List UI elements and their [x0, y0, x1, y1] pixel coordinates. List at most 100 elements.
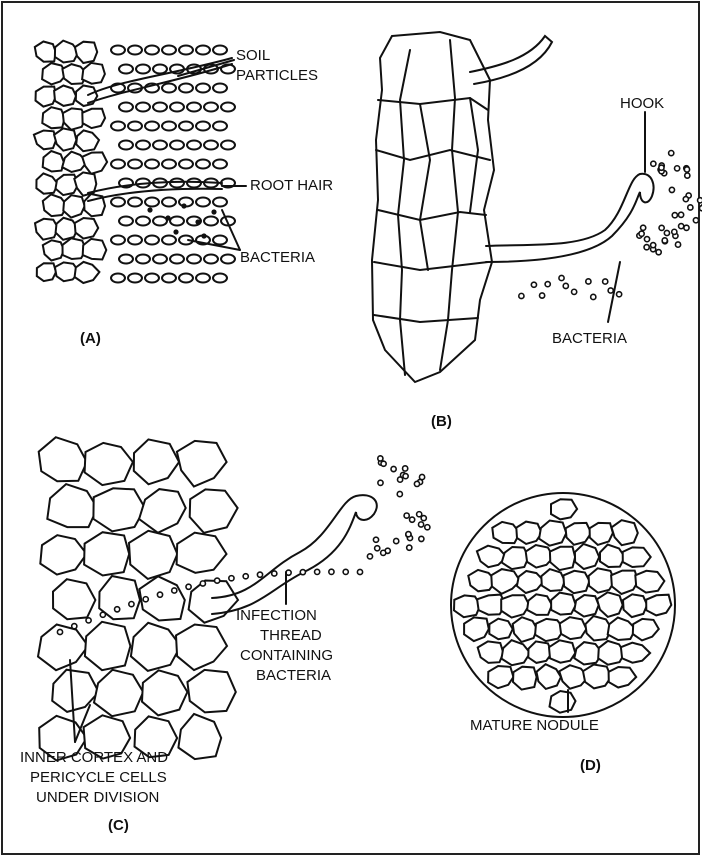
soil-particle — [128, 198, 142, 207]
soil-particle — [136, 141, 150, 150]
bacterium — [698, 198, 702, 203]
bacterium — [403, 474, 408, 479]
bacterium — [418, 522, 423, 527]
bacterium — [381, 550, 386, 555]
nodule-cell — [635, 571, 664, 593]
soil-particle — [153, 255, 167, 264]
label-mature-nodule: MATURE NODULE — [470, 717, 599, 734]
soil-particle — [162, 84, 176, 93]
bacterium — [115, 607, 120, 612]
soil-particle — [170, 217, 184, 226]
soil-particle — [153, 65, 167, 74]
panel-b-tag: (B) — [431, 413, 452, 430]
soil-particle — [162, 236, 176, 245]
bacterium — [586, 279, 591, 284]
root-cell — [76, 130, 99, 151]
bacterium — [679, 224, 684, 229]
bacterium — [300, 570, 305, 575]
bacterium — [417, 512, 422, 517]
soil-particle — [119, 65, 133, 74]
soil-particle — [162, 122, 176, 131]
bacterium — [229, 576, 234, 581]
nodule-cell — [560, 617, 587, 639]
bacterium — [563, 283, 568, 288]
cortex-cell — [52, 670, 98, 712]
soil-particle — [196, 122, 210, 131]
soil-particle — [221, 255, 235, 264]
soil-particle — [213, 84, 227, 93]
bacterium — [181, 203, 186, 208]
soil-particle — [136, 103, 150, 112]
bacterium — [608, 288, 613, 293]
bacterium — [639, 231, 644, 236]
root-cell — [34, 131, 56, 150]
cortex-cell — [129, 531, 177, 579]
label-particles: PARTICLES — [236, 67, 318, 84]
root-cell — [63, 195, 84, 217]
soil-particle — [119, 103, 133, 112]
soil-particle — [213, 122, 227, 131]
soil-particle — [153, 141, 167, 150]
root-cell — [54, 86, 76, 106]
bacterium — [315, 569, 320, 574]
nodule-cell — [550, 691, 576, 713]
bacterium — [644, 237, 649, 242]
nodule-cell — [489, 619, 512, 640]
soil-particle — [153, 217, 167, 226]
bacterium — [397, 491, 402, 496]
bacterium — [373, 537, 378, 542]
root-cell — [76, 86, 98, 107]
bacterium — [616, 292, 621, 297]
label-under-division: UNDER DIVISION — [36, 789, 159, 806]
bacterium — [651, 243, 656, 248]
soil-particle — [170, 103, 184, 112]
soil-particle — [128, 160, 142, 169]
root-cell — [82, 152, 107, 173]
soil-particle — [196, 198, 210, 207]
soil-particle — [213, 160, 227, 169]
soil-particle — [145, 198, 159, 207]
nodule-cell — [541, 569, 564, 591]
soil-particle — [111, 122, 125, 131]
bacterium — [519, 293, 524, 298]
cortex-cell — [131, 623, 181, 671]
bacterium — [143, 597, 148, 602]
soil-particle — [162, 274, 176, 283]
nodule-cell — [623, 594, 647, 617]
soil-particle — [187, 141, 201, 150]
bacterium — [195, 219, 200, 224]
soil-particle — [187, 255, 201, 264]
bacterium — [157, 592, 162, 597]
soil-particle — [221, 103, 235, 112]
cortex-cell — [39, 437, 87, 481]
panel-a-root-cells — [34, 41, 107, 283]
cortex-cell — [190, 489, 238, 532]
panel-b: HOOK BACTERIA (B) — [372, 32, 702, 430]
bacterium — [669, 187, 674, 192]
soil-particle — [170, 255, 184, 264]
cortex-cell — [177, 533, 227, 573]
bacterium — [693, 218, 698, 223]
soil-particle — [196, 160, 210, 169]
nodule-cell — [464, 617, 489, 641]
bacterium — [394, 538, 399, 543]
soil-particle — [111, 198, 125, 207]
root-cell — [83, 239, 107, 260]
bacterium — [572, 289, 577, 294]
bacterium — [129, 602, 134, 607]
soil-particle — [128, 122, 142, 131]
soil-particle — [179, 160, 193, 169]
cortex-cell — [94, 670, 143, 716]
label-inner-cortex: INNER CORTEX AND — [20, 749, 168, 766]
soil-particle — [179, 274, 193, 283]
bacterium — [675, 242, 680, 247]
bacterium — [186, 584, 191, 589]
nodule-cell — [646, 595, 671, 616]
bacterium — [591, 294, 596, 299]
root-cell — [82, 63, 105, 84]
label-bacteria-a: BACTERIA — [240, 249, 315, 266]
bacterium — [559, 275, 564, 280]
bacterium — [378, 480, 383, 485]
panel-c: INFECTION THREAD CONTAINING BACTERIA INN… — [20, 437, 430, 834]
